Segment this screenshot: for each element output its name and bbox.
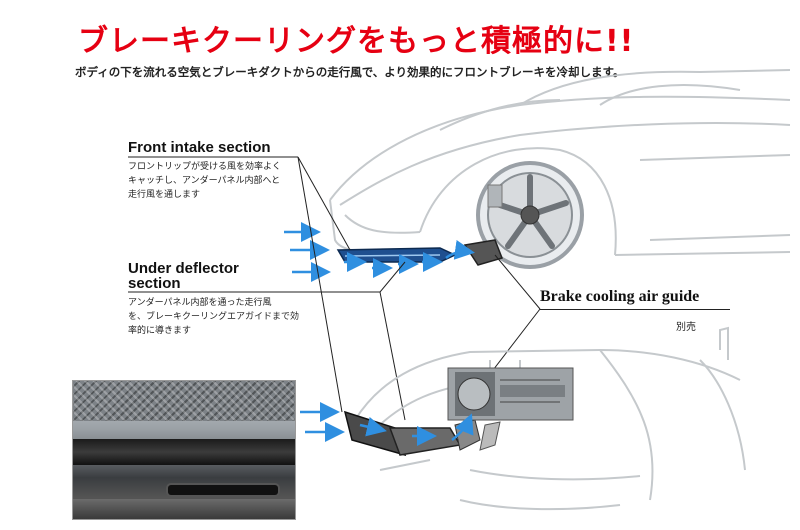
photo-carbon-lip [73, 439, 295, 465]
brake-guide-underline [540, 309, 730, 310]
front-lip-photo [72, 380, 296, 520]
airflow-arrows-lower [300, 402, 474, 446]
front-lip-part [336, 247, 457, 263]
photo-ground [73, 499, 295, 519]
sold-separately-note: 別売 [676, 322, 696, 333]
airflow-arrows-upper [284, 222, 475, 282]
page-title: ブレーキクーリングをもっと積極的に!! [78, 24, 635, 59]
photo-grille [73, 381, 295, 421]
brake-guide-part [463, 239, 503, 266]
leader-lines [128, 156, 541, 421]
brake-guide-title: Brake cooling air guide [540, 288, 700, 305]
photo-intake-slot [168, 485, 278, 495]
front-intake-description: フロントリップが受ける風を効率よく キャッチし、アンダーパネル内部へと 走行風を… [128, 162, 282, 200]
page-subtitle: ボディの下を流れる空気とブレーキダクトからの走行風で、より効果的にフロントブレー… [75, 65, 625, 79]
brake-detail-inset [447, 367, 574, 421]
car-front-outline [329, 69, 791, 256]
front-intake-title: Front intake section [128, 139, 271, 156]
under-deflector-description: アンダーパネル内部を通った走行風 を、ブレーキクーリングエアガイドまで効 率的に… [128, 298, 300, 336]
under-deflector-title: Under deflector section [128, 260, 239, 292]
wheel [476, 161, 584, 269]
